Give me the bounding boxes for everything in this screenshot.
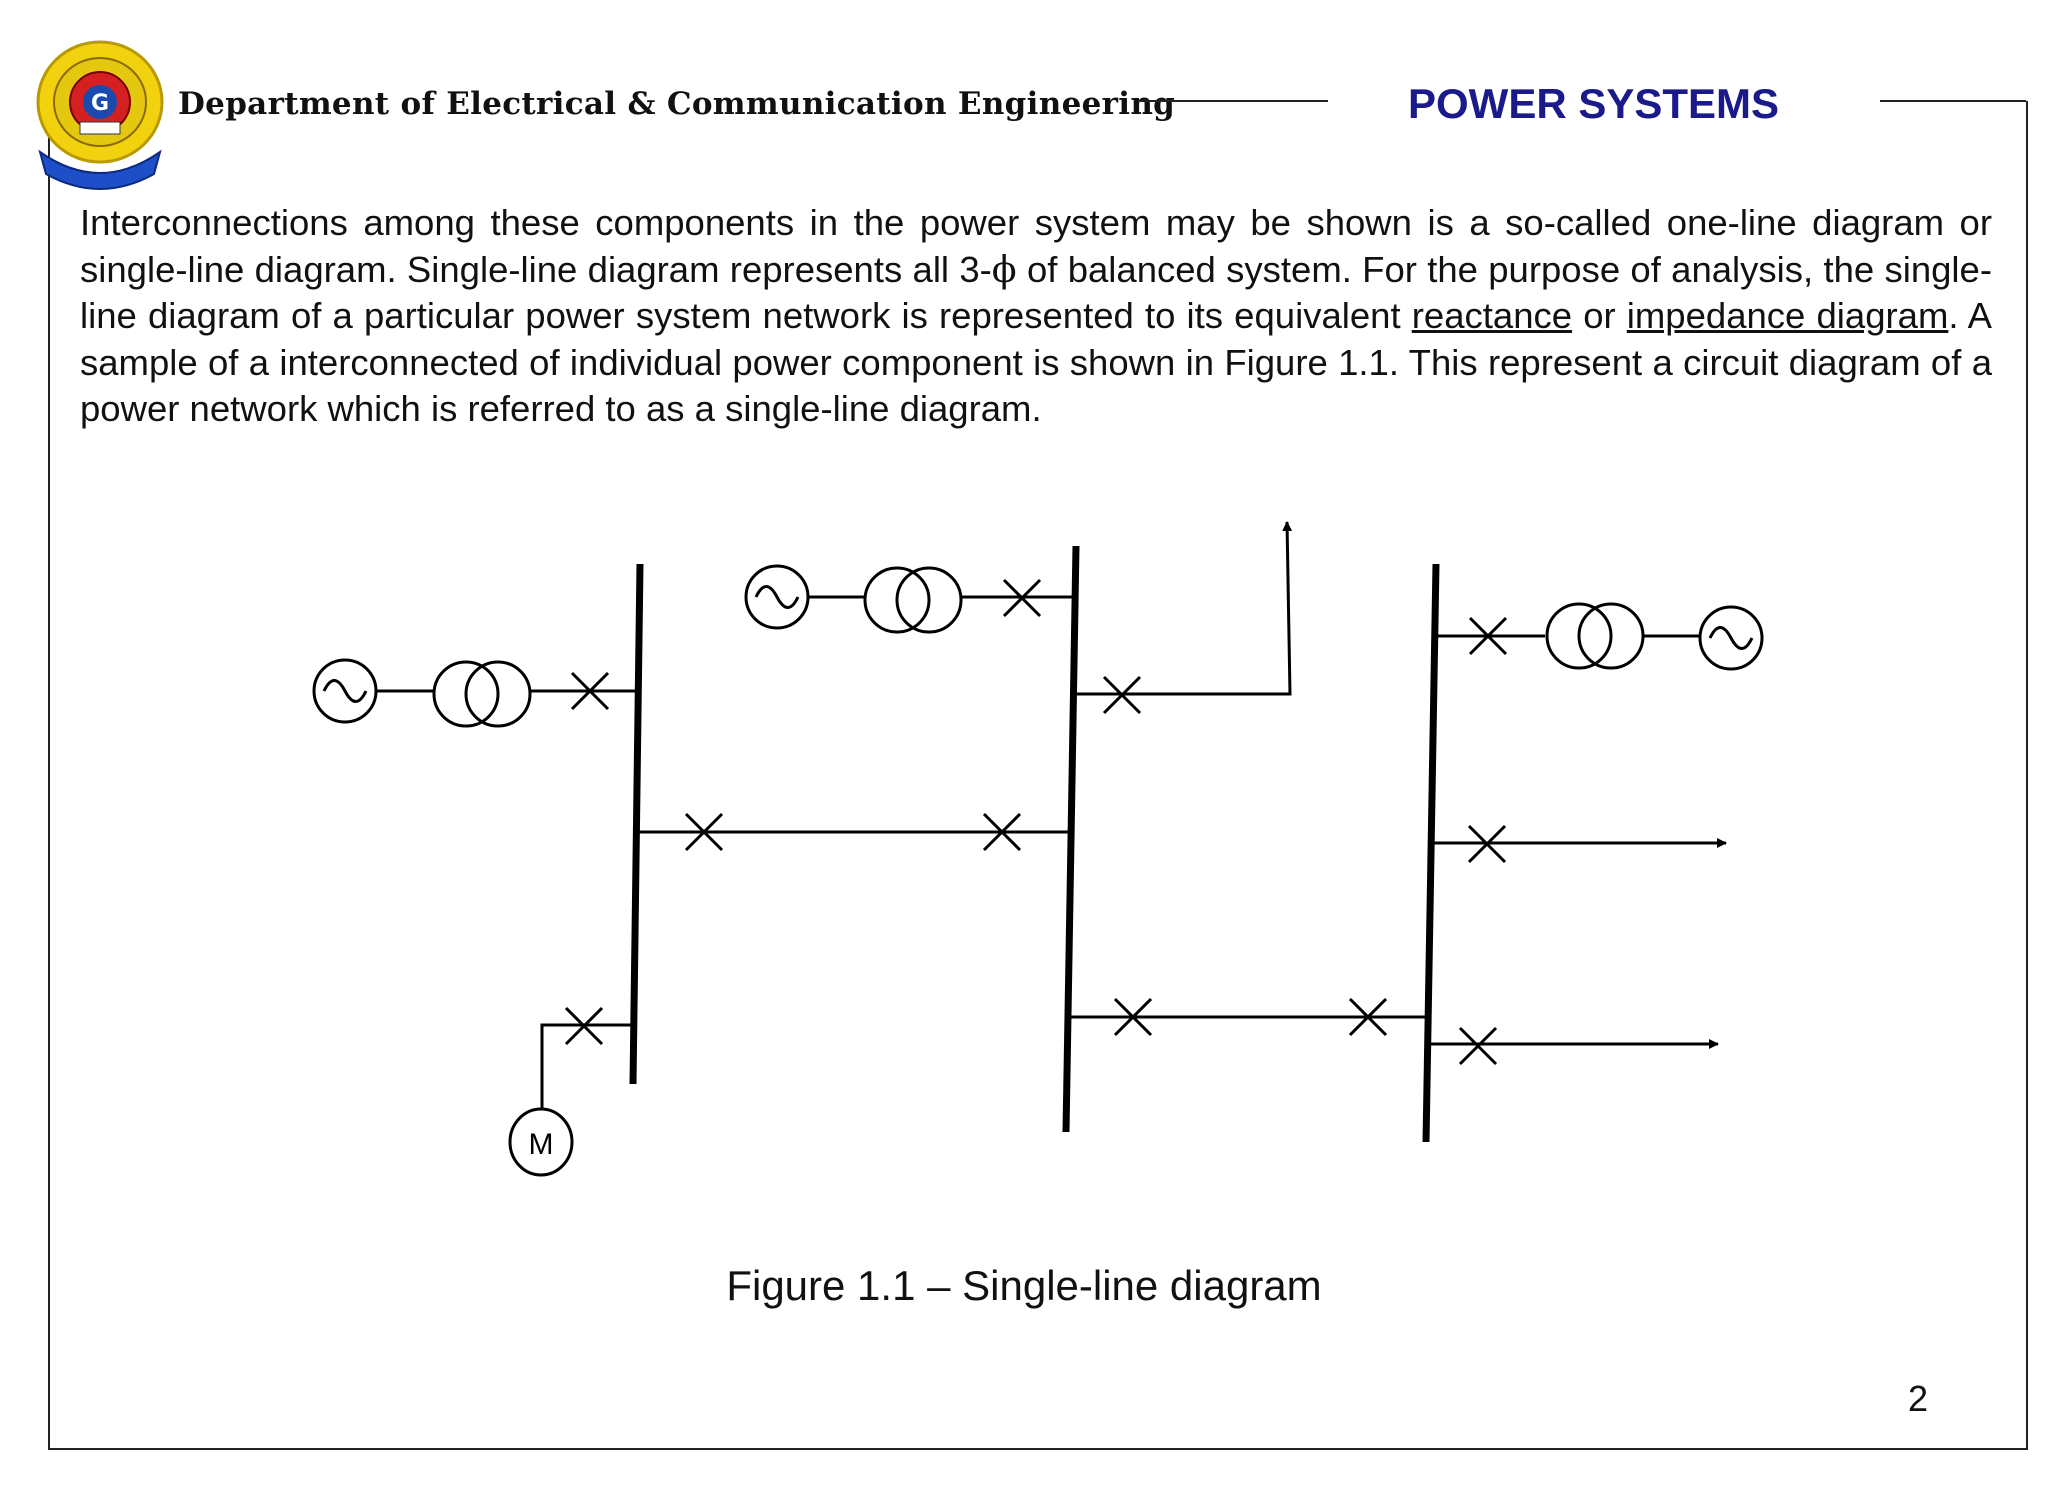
breaker-7 — [1467, 824, 1507, 864]
body-paragraph: Interconnections among these components … — [80, 200, 1992, 433]
breaker-4 — [1468, 616, 1508, 656]
transformer-3 — [1545, 602, 1645, 670]
course-title: POWER SYSTEMS — [1408, 80, 1780, 127]
breaker-8 — [1113, 997, 1153, 1037]
department-name: Department of Electrical & Communication… — [178, 86, 1176, 122]
motor-label: M — [529, 1128, 554, 1161]
para-text-4: . A sample of a interconnected of indivi… — [80, 295, 1992, 429]
page-frame — [48, 101, 2028, 1450]
breaker-9 — [1348, 997, 1388, 1037]
motor-symbol — [508, 1107, 574, 1177]
term-reactance: reactance — [1411, 295, 1573, 336]
breaker-1 — [570, 671, 610, 711]
breaker-11 — [564, 1006, 604, 1046]
bus-2 — [1062, 545, 1080, 1133]
bus-3 — [1422, 563, 1440, 1143]
svg-text:G: G — [91, 91, 109, 116]
load-feeder-up — [1070, 521, 1293, 696]
bus-1 — [629, 563, 644, 1085]
breaker-2 — [1002, 578, 1042, 618]
motor-feeder — [540, 1023, 634, 1110]
generator-2 — [744, 564, 810, 630]
header-rule-right — [1880, 100, 2026, 102]
page-number: 2 — [1908, 1378, 1929, 1419]
institution-crest-icon: G — [36, 40, 164, 190]
breaker-6 — [982, 812, 1022, 852]
generator-1 — [312, 658, 378, 724]
transformer-1 — [432, 660, 532, 728]
para-text-1: Interconnections among these components … — [80, 202, 1992, 290]
phi-symbol: ϕ — [991, 247, 1017, 291]
transformer-2 — [863, 566, 963, 634]
para-text-2: of balanced system. For the purpose of a… — [80, 248, 1992, 337]
figure-caption: Figure 1.1 – Single-line diagram — [726, 1262, 1322, 1309]
para-text-3: or — [1572, 295, 1627, 336]
header-rule-left — [1140, 100, 1328, 102]
breaker-3 — [1102, 675, 1142, 715]
term-impedance-diagram: impedance diagram — [1626, 295, 1949, 336]
generator-3 — [1698, 605, 1764, 671]
breaker-10 — [1458, 1026, 1498, 1066]
breaker-5 — [684, 812, 724, 852]
